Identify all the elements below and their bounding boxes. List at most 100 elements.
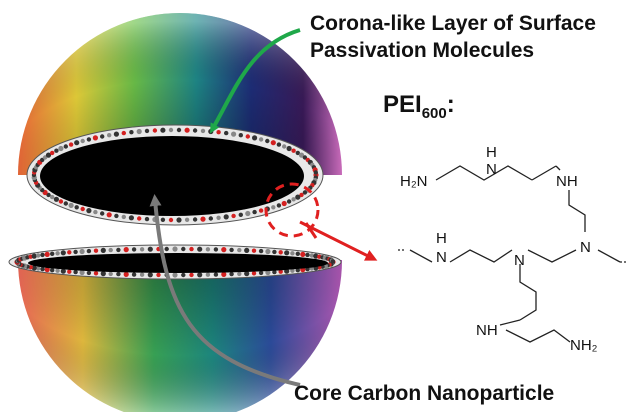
bottom-corona-ring <box>8 244 342 280</box>
corona-molecule-bead <box>290 268 295 273</box>
corona-molecule-bead <box>74 140 80 146</box>
corona-molecule-bead <box>86 137 92 142</box>
corona-molecule-bead <box>197 246 203 252</box>
corona-molecule-bead <box>295 150 300 156</box>
corona-molecule-bead <box>116 271 121 277</box>
atom-nh-left-n: N <box>436 249 447 266</box>
corona-molecule-bead <box>50 251 55 256</box>
corona-molecule-bead <box>40 157 45 163</box>
corona-molecule-bead <box>79 248 85 255</box>
corona-molecule-bead <box>168 127 174 133</box>
corona-molecule-bead <box>200 128 206 134</box>
corona-molecule-bead <box>272 249 277 255</box>
corona-molecule-bead <box>265 269 271 276</box>
corona-molecule-bead <box>68 202 74 208</box>
corona-molecule-bead <box>231 131 237 137</box>
atom-nh-right: NH <box>556 173 578 190</box>
corona-molecule-bead <box>276 203 282 208</box>
corona-molecule-bead <box>31 265 37 271</box>
corona-molecule-bead <box>80 138 85 144</box>
corona-molecule-bead <box>265 248 271 255</box>
corona-molecule-bead <box>121 130 127 136</box>
corona-molecule-bead <box>276 142 282 147</box>
corona-molecule-bead <box>107 133 112 138</box>
corona-molecule-bead <box>229 271 234 277</box>
corona-molecule-bead <box>300 251 306 257</box>
corona-molecule-bead <box>63 201 68 206</box>
corona-molecule-bead <box>50 150 55 156</box>
corona-molecule-bead <box>79 269 85 276</box>
corona-molecule-bead <box>147 246 153 252</box>
pei-title: PEI600: <box>383 91 455 122</box>
corona-molecule-bead <box>237 247 242 253</box>
corona-molecule-bead <box>106 212 112 218</box>
corona-molecule-bead <box>278 250 283 255</box>
corona-molecule-bead <box>290 251 295 256</box>
corona-molecule-bead <box>197 272 203 278</box>
corona-molecule-bead <box>86 208 92 214</box>
corona-molecule-bead <box>100 247 106 253</box>
corona-molecule-bead <box>63 144 68 149</box>
corona-molecule-bead <box>208 216 213 221</box>
zoom-callout-circle <box>264 182 320 238</box>
corona-molecule-bead <box>238 133 243 138</box>
corona-molecule-bead <box>123 271 129 277</box>
corona-molecule-bead <box>229 247 234 253</box>
corona-molecule-bead <box>302 190 308 195</box>
corona-molecule-bead <box>281 200 287 207</box>
corona-molecule-bead <box>93 271 99 276</box>
corona-molecule-bead <box>42 155 48 160</box>
corona-molecule-bead <box>251 248 257 253</box>
corona-molecule-bead <box>298 152 305 158</box>
corona-molecule-bead <box>216 215 221 220</box>
corona-molecule-bead <box>258 208 264 213</box>
corona-molecule-bead <box>258 248 264 254</box>
corona-molecule-bead <box>305 252 310 258</box>
corona-molecule-bead <box>55 251 60 256</box>
pei-title-prefix: PEI <box>383 91 422 118</box>
corona-molecule-bead <box>100 211 105 216</box>
corona-molecule-bead <box>313 170 318 175</box>
corona-molecule-bead <box>144 216 150 222</box>
corona-molecule-bead <box>156 272 161 278</box>
corona-molecule-bead <box>299 192 304 198</box>
corona-molecule-bead <box>128 215 134 221</box>
core-pointer-arrow <box>149 194 301 387</box>
corona-molecule-bead <box>221 271 227 277</box>
corona-molecule-bead <box>67 269 72 274</box>
atom-nh-top-h: H <box>486 144 497 161</box>
atom-h2n: H₂N <box>400 173 428 190</box>
corona-molecule-bead <box>40 252 45 258</box>
corona-molecule-bead <box>168 217 174 223</box>
corona-molecule-bead <box>213 272 219 277</box>
corona-molecule-bead <box>100 134 105 139</box>
zoom-callout-tick <box>304 222 318 239</box>
corona-molecule-bead <box>40 266 45 272</box>
corona-molecule-bead <box>44 251 50 257</box>
corona-molecule-bead <box>251 271 257 276</box>
corona-molecule-bead <box>272 269 277 275</box>
corona-molecule-bead <box>258 137 264 142</box>
corona-molecule-bead <box>136 128 142 135</box>
corona-molecule-bead <box>116 247 121 253</box>
zoom-callout-arrow <box>299 220 378 261</box>
corona-molecule-bead <box>139 272 145 277</box>
corona-molecule-bead <box>282 144 287 149</box>
corona-molecule-bead <box>172 272 178 278</box>
corona-molecule-bead <box>55 268 60 273</box>
corona-molecule-bead <box>216 130 221 135</box>
atom-nh-top-n: N <box>486 161 497 178</box>
corona-molecule-bead <box>245 210 251 217</box>
corona-molecule-bead <box>139 247 145 252</box>
corona-molecule-bead <box>286 199 292 204</box>
pei-structure <box>398 165 628 343</box>
corona-molecule-bead <box>108 271 113 277</box>
corona-molecule-bead <box>284 250 290 256</box>
corona-molecule-bead <box>295 194 301 200</box>
corona-molecule-bead <box>108 247 113 253</box>
corona-molecule-bead <box>271 205 276 210</box>
corona-label-line1: Corona-like Layer of Surface <box>310 12 596 35</box>
corona-molecule-bead <box>252 135 258 141</box>
corona-molecule-bead <box>238 212 243 217</box>
corona-molecule-bead <box>221 247 227 253</box>
